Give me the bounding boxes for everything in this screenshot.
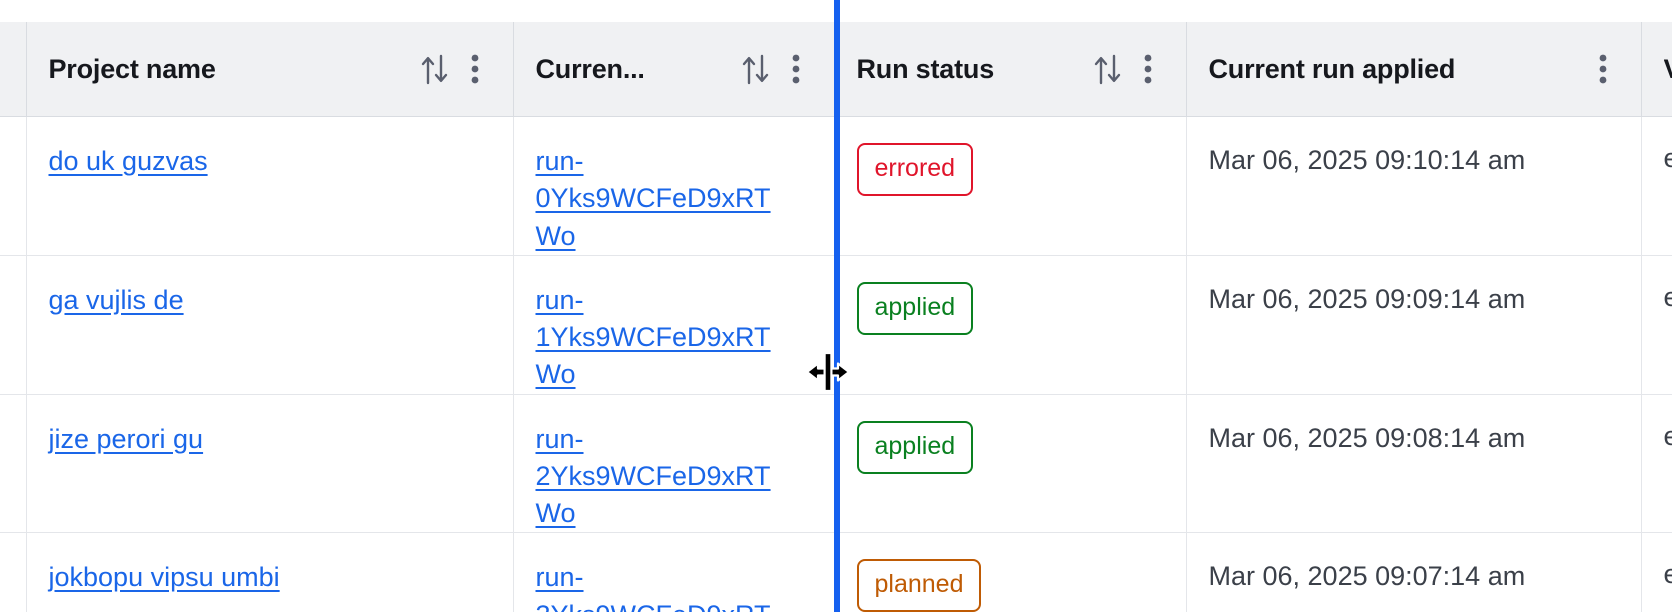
vcs-text: e [1663,281,1672,312]
kebab-menu-icon[interactable] [776,47,816,91]
column-header-label-current-run: Curren... [535,53,645,84]
row-select-cell[interactable] [0,394,27,534]
cell-project-name: jokbopu vipsu umbi [26,532,514,612]
current-run-applied-text: Mar 06, 2025 09:07:14 am [1208,561,1526,592]
column-header-label-vcs: V [1664,54,1672,85]
cell-vcs: e [1641,532,1672,612]
cell-run-status: errored [834,116,1187,256]
cell-project-name: jize perori gu [26,394,514,534]
cell-current-run-applied: Mar 06, 2025 09:09:14 am [1186,255,1642,395]
cell-project-name: ga vujlis de [26,255,514,395]
cell-current-run-applied: Mar 06, 2025 09:07:14 am [1186,532,1642,612]
column-resize-indicator[interactable] [834,0,840,612]
kebab-menu-icon[interactable] [455,47,495,91]
status-badge[interactable]: applied [856,281,974,335]
cell-current-run: run-1Yks9WCFeD9xRTWo [513,255,835,395]
column-header-label-project-name: Project name [48,53,216,84]
project-name-link[interactable]: jize perori gu [48,423,204,454]
row-select-cell[interactable] [0,532,27,612]
projects-table: Project name [0,22,1672,612]
sort-arrows-icon[interactable] [736,47,776,91]
cell-run-status: applied [834,394,1187,534]
kebab-menu-icon[interactable] [1583,47,1623,91]
cell-vcs: e [1641,116,1672,256]
cell-run-status: planned [834,532,1187,612]
cell-project-name: do uk guzvas [26,116,514,256]
cell-current-run-applied: Mar 06, 2025 09:10:14 am [1186,116,1642,256]
cell-vcs: e [1641,255,1672,395]
sort-arrows-icon[interactable] [415,47,455,91]
table-row[interactable]: jize perori gu run-2Yks9WCFeD9xRTWo appl… [0,394,1672,534]
table-row[interactable]: do uk guzvas run-0Yks9WCFeD9xRTWo errore… [0,116,1672,256]
vcs-text: e [1663,559,1672,590]
project-name-link[interactable]: jokbopu vipsu umbi [48,562,280,593]
cell-run-status: applied [834,255,1187,395]
project-name-link[interactable]: do uk guzvas [48,146,208,176]
current-run-link[interactable]: run-0Yks9WCFeD9xRTWo [535,146,771,251]
column-header-label-run-status: Run status [856,53,995,84]
cell-current-run: run-2Yks9WCFeD9xRTWo [513,394,835,534]
table-row[interactable]: ga vujlis de run-1Yks9WCFeD9xRTWo applie… [0,255,1672,395]
current-run-link[interactable]: run-3Yks9WCFeD9xRTWo [535,562,771,612]
kebab-menu-icon[interactable] [1128,47,1168,91]
cell-current-run-applied: Mar 06, 2025 09:08:14 am [1186,394,1642,534]
project-name-link[interactable]: ga vujlis de [48,284,184,315]
current-run-link[interactable]: run-2Yks9WCFeD9xRTWo [535,423,771,529]
status-badge[interactable]: planned [856,559,982,612]
projects-table-scroll-area[interactable]: Project name [0,22,1672,612]
current-run-applied-text: Mar 06, 2025 09:10:14 am [1208,145,1526,175]
table-row[interactable]: jokbopu vipsu umbi run-3Yks9WCFeD9xRTWo … [0,532,1672,612]
row-select-cell[interactable] [0,255,27,395]
current-run-applied-text: Mar 06, 2025 09:09:14 am [1208,283,1526,314]
vcs-text: e [1663,143,1672,173]
cell-current-run: run-3Yks9WCFeD9xRTWo [513,532,835,612]
column-header-run-status[interactable]: Run status [834,22,1187,117]
table-header: Project name [0,22,1672,117]
table-body: do uk guzvas run-0Yks9WCFeD9xRTWo errore… [0,116,1672,612]
column-header-select[interactable] [0,22,27,117]
cell-vcs: e [1641,394,1672,534]
current-run-link[interactable]: run-1Yks9WCFeD9xRTWo [535,284,771,390]
table-header-row: Project name [0,22,1672,117]
column-header-label-current-run-applied: Current run applied [1208,53,1456,84]
column-header-current-run-applied[interactable]: Current run applied [1186,22,1642,117]
status-badge[interactable]: applied [856,420,974,474]
row-select-cell[interactable] [0,116,27,256]
column-header-current-run[interactable]: Curren... [513,22,835,117]
vcs-text: e [1663,420,1672,451]
sort-arrows-icon[interactable] [1088,47,1128,91]
current-run-applied-text: Mar 06, 2025 09:08:14 am [1208,422,1526,453]
column-header-project-name[interactable]: Project name [26,22,514,117]
cell-current-run: run-0Yks9WCFeD9xRTWo [513,116,835,256]
column-header-vcs[interactable]: V [1641,22,1672,117]
status-badge[interactable]: errored [856,143,974,196]
